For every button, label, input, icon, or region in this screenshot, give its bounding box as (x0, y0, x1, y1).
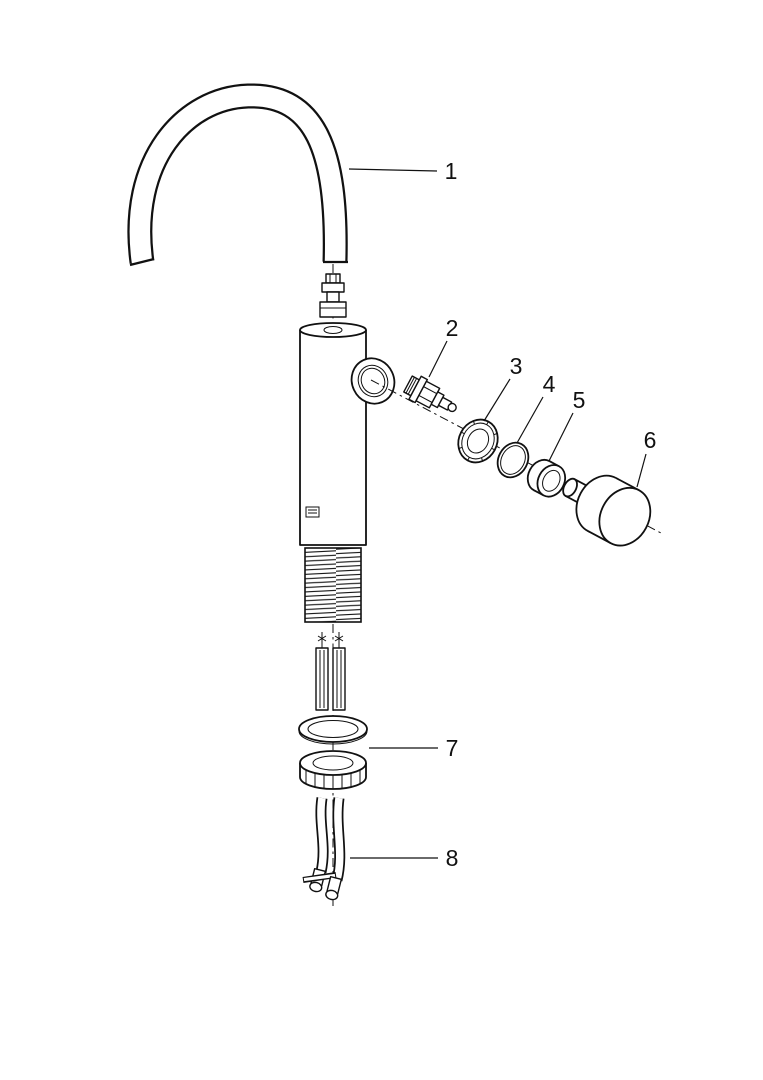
leader-lines (348, 168, 647, 859)
spout (127, 83, 348, 267)
cartridge-nut (457, 418, 499, 464)
fitting-pin (302, 872, 337, 883)
leader-6 (636, 453, 647, 488)
base-washer (298, 715, 368, 745)
supply-studs (315, 632, 346, 711)
cartridge (403, 375, 457, 413)
part-label-4: 4 (543, 371, 556, 397)
supply-hoses (302, 797, 346, 901)
handle (562, 474, 652, 547)
faucet-body (299, 322, 367, 546)
part-label-3: 3 (510, 353, 523, 379)
part-label-1: 1 (445, 158, 458, 184)
part-label-7: 7 (446, 735, 459, 761)
part-label-6: 6 (644, 427, 657, 453)
threaded-shank (304, 547, 362, 623)
part-label-2: 2 (446, 315, 459, 341)
spacer-sleeve (526, 458, 567, 498)
hose-fitting-right (325, 875, 343, 901)
leader-4 (516, 396, 544, 444)
part-label-5: 5 (573, 387, 586, 413)
part-labels: 1 2 3 4 5 6 7 8 (445, 158, 657, 871)
part-label-8: 8 (446, 845, 459, 871)
leader-1 (348, 168, 438, 172)
leader-5 (548, 412, 574, 462)
leader-3 (483, 378, 511, 422)
mounting-nut (299, 750, 367, 790)
leader-2 (428, 340, 448, 378)
spout-connector (319, 273, 347, 318)
o-ring (496, 441, 530, 479)
brand-logo (305, 506, 320, 518)
